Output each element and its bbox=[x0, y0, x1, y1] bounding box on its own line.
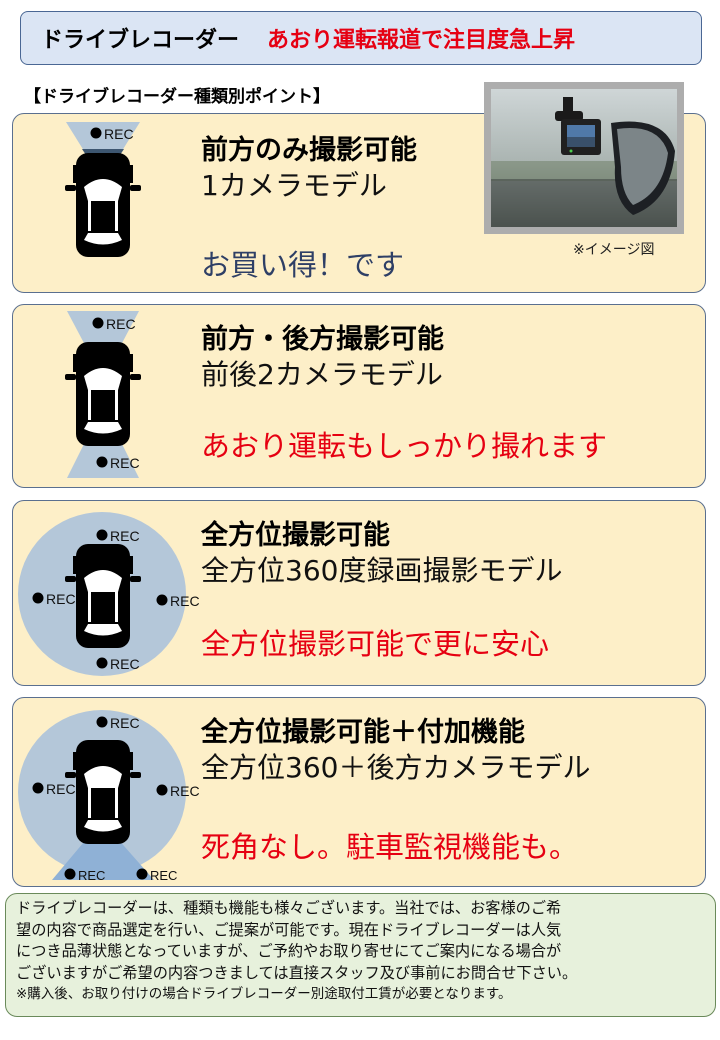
front-coverage-area bbox=[67, 311, 139, 362]
rec-dot-icon bbox=[90, 127, 102, 139]
card-tagline: あおり運転もしっかり撮れます bbox=[201, 429, 608, 463]
360-plus-rear-camera-diagram: REC REC REC REC REC bbox=[18, 710, 200, 883]
rec-label-front: REC bbox=[104, 126, 134, 142]
360-camera-diagram: REC REC REC REC bbox=[18, 512, 200, 676]
rec-dot-icon bbox=[96, 716, 108, 728]
rec-dot-icon bbox=[96, 657, 108, 669]
footer-notice: ドライブレコーダーは、種類も機能も様々ございます。当社では、お客様のご希 望の内… bbox=[5, 893, 716, 1017]
rec-label-front: REC bbox=[106, 316, 136, 332]
rear-coverage-area bbox=[52, 830, 154, 880]
card-title: 全方位撮影可能＋付加機能 bbox=[201, 717, 525, 748]
card-model: 全方位360＋後方カメラモデル bbox=[201, 751, 591, 784]
dashcam-photo bbox=[491, 89, 677, 227]
car-icon bbox=[65, 153, 141, 257]
rec-dot-icon bbox=[96, 529, 108, 541]
dashcam-photo-frame bbox=[484, 82, 684, 234]
section-heading: 【ドライブレコーダー種類別ポイント】 bbox=[24, 87, 330, 107]
front-rear-camera-diagram: REC REC bbox=[65, 311, 141, 478]
rec-label-left: REC bbox=[46, 591, 76, 607]
card-tagline: お買い得！です bbox=[201, 248, 405, 282]
rec-label-top: REC bbox=[110, 528, 140, 544]
rec-label-right: REC bbox=[170, 593, 200, 609]
card-title: 全方位撮影可能 bbox=[201, 520, 390, 551]
footer-line: ドライブレコーダーは、種類も機能も様々ございます。当社では、お客様のご希 bbox=[16, 899, 562, 917]
car-icon bbox=[65, 740, 141, 844]
rec-dot-icon bbox=[64, 868, 76, 880]
image-caption: ※イメージ図 bbox=[573, 242, 655, 258]
header-title: ドライブレコーダー bbox=[41, 28, 240, 53]
rec-label-top: REC bbox=[110, 715, 140, 731]
rec-dot-icon bbox=[32, 782, 44, 794]
rec-label-left: REC bbox=[46, 781, 76, 797]
header-headline: あおり運転報道で注目度急上昇 bbox=[267, 28, 576, 53]
front-camera-diagram: REC bbox=[65, 122, 141, 257]
card-model: 1カメラモデル bbox=[201, 169, 387, 202]
front-coverage-area bbox=[66, 122, 140, 167]
rec-label-bottom: REC bbox=[110, 656, 140, 672]
rec-label-rear-right: REC bbox=[150, 868, 177, 883]
rec-label-rear: REC bbox=[110, 455, 140, 471]
rec-dot-icon bbox=[92, 317, 104, 329]
footer-note: ※購入後、お取り付けの場合ドライブレコーダー別途取付工賃が必要となります。 bbox=[16, 986, 512, 1002]
card-model: 前後2カメラモデル bbox=[201, 358, 443, 391]
rec-dot-icon bbox=[136, 868, 148, 880]
rear-coverage-area bbox=[67, 424, 139, 478]
card-tagline: 死角なし。駐車監視機能も。 bbox=[201, 830, 579, 864]
header-banner: ドライブレコーダー あおり運転報道で注目度急上昇 bbox=[20, 11, 702, 65]
rec-label-right: REC bbox=[170, 783, 200, 799]
footer-line: につき品薄状態となっていますが、ご予約やお取り寄せにてご案内になる場合が bbox=[16, 942, 562, 960]
card-model: 全方位360度録画撮影モデル bbox=[201, 554, 563, 587]
card-title: 前方のみ撮影可能 bbox=[201, 135, 417, 166]
card-tagline: 全方位撮影可能で更に安心 bbox=[201, 627, 550, 661]
footer-line: ございますがご希望の内容つきましては直接スタッフ及び事前にお問合せ下さい。 bbox=[16, 963, 578, 982]
car-icon bbox=[65, 544, 141, 648]
car-icon bbox=[65, 342, 141, 446]
footer-line: 望の内容で商品選定を行い、ご提案が可能です。現在ドライブレコーダーは人気 bbox=[16, 920, 562, 939]
rec-dot-icon bbox=[156, 784, 168, 796]
rec-dot-icon bbox=[96, 456, 108, 468]
rec-label-rear-left: REC bbox=[78, 868, 105, 883]
rec-dot-icon bbox=[32, 592, 44, 604]
rec-dot-icon bbox=[156, 594, 168, 606]
card-title: 前方・後方撮影可能 bbox=[201, 324, 444, 355]
